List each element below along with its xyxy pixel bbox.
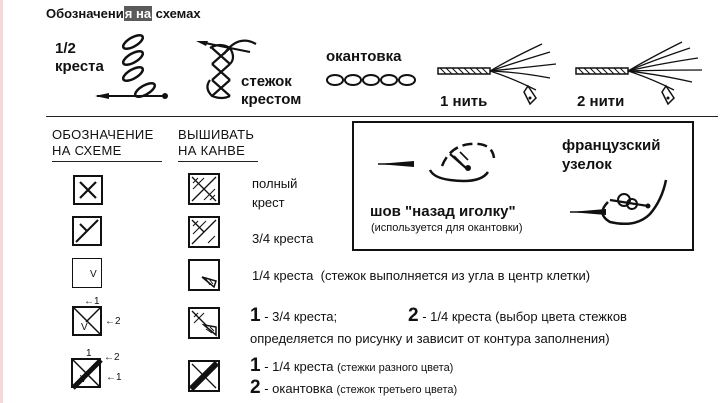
row-combo2-line2: 2 - окантовка (стежок третьего цвета) [250, 377, 458, 399]
cross-stitch-label-2: крестом [241, 91, 302, 108]
symbol-combo-1-label-2: ←2 [105, 316, 121, 327]
symbol-combo-2-label-1: 1 [86, 348, 92, 359]
row-combo1-note1: (выбор цвета стежков [495, 309, 627, 324]
row-quarter-note: (стежок выполняется из угла в центр клет… [320, 268, 591, 283]
backstitch-illustration [378, 142, 496, 183]
symbol-combo-2 [71, 358, 103, 390]
top-divider [46, 116, 718, 117]
row-combo2-num2: 2 [250, 377, 261, 398]
header-on-scheme-2: НА СХЕМЕ [52, 143, 122, 158]
title-part-1: Обозначени [46, 6, 124, 21]
row-combo2-line1: 1 - 1/4 креста (стежки разного цвета) [250, 355, 454, 377]
one-thread-illustration [437, 43, 557, 106]
half-cross-label: креста [55, 58, 104, 75]
half-cross-fraction: 1/2 [55, 40, 76, 57]
canvas-quarter [188, 259, 220, 291]
symbol-combo-1 [72, 306, 102, 336]
symbol-quarter: V [72, 258, 102, 288]
canvas-three-quarter [188, 216, 220, 248]
cross-stitch-illustration [196, 39, 257, 100]
french-knot-illustration [570, 179, 668, 225]
header-on-scheme-1: ОБОЗНАЧЕНИЕ [52, 127, 154, 142]
page-title: Обозначения на схемах [46, 6, 201, 21]
row-combo1-note2: определяется по рисунку и зависит от кон… [250, 331, 610, 346]
edging-chain-illustration [326, 74, 416, 86]
symbol-combo-2-label-2: ←2 [104, 352, 120, 363]
backstitch-label: шов "назад иголку" [370, 203, 516, 220]
half-cross-illustration [95, 34, 168, 99]
symbol-three-quarter [72, 216, 102, 246]
symbol-full-cross [73, 175, 103, 205]
row-combo1-line1: 1 - 3/4 креста; [250, 305, 338, 326]
two-threads-illustration [575, 41, 703, 106]
row-full-label-1: полный [252, 176, 298, 191]
row-combo1-num2: 2 [408, 305, 419, 326]
canvas-combo-1 [188, 307, 220, 339]
row-quarter-title: 1/4 креста [252, 268, 314, 283]
french-knot-label-1: французский [562, 137, 661, 154]
symbol-combo-1-label-1: ←1 [84, 296, 100, 307]
row-full-label-2: крест [252, 195, 285, 210]
stitch-panel [352, 121, 694, 251]
symbol-combo-1-v: V [81, 322, 88, 333]
header-on-canvas-1: ВЫШИВАТЬ [178, 127, 255, 142]
backstitch-note: (используется для окантовки) [371, 222, 523, 234]
two-threads-label: 2 нити [577, 93, 625, 110]
symbol-combo-2-v: V [80, 374, 87, 385]
row-combo2-text2: - окантовка [264, 381, 333, 396]
title-highlight: я на [123, 6, 153, 21]
row-three-quarter-label: 3/4 креста [252, 231, 314, 246]
row-combo1-line1b: 2 - 1/4 креста (выбор цвета стежков [408, 305, 627, 326]
row-combo2-num1: 1 [250, 355, 261, 376]
row-combo2-note1: (стежки разного цвета) [337, 362, 454, 374]
symbol-combo-2-label-3: ←1 [106, 372, 122, 383]
french-knot-label-2: узелок [562, 156, 612, 173]
canvas-combo-2 [188, 360, 220, 392]
canvas-full-cross [188, 173, 220, 205]
row-combo1-text1: - 3/4 креста; [264, 309, 338, 324]
row-combo2-note2: (стежок третьего цвета) [336, 384, 458, 396]
cross-stitch-label-1: стежок [241, 73, 292, 90]
row-combo1-num1: 1 [250, 305, 261, 326]
row-combo1-text2: - 1/4 креста [422, 309, 492, 324]
row-quarter-label: 1/4 креста (стежок выполняется из угла в… [252, 267, 590, 285]
title-part-2: схемах [152, 6, 201, 21]
header-on-canvas-2: НА КАНВЕ [178, 143, 246, 158]
left-edge-strip [0, 0, 3, 403]
edging-label: окантовка [326, 48, 402, 65]
one-thread-label: 1 нить [440, 93, 488, 110]
symbol-quarter-v: V [90, 269, 97, 280]
header-underline-1 [52, 161, 162, 162]
row-combo2-text1: - 1/4 креста [264, 359, 334, 374]
header-underline-2 [178, 161, 258, 162]
